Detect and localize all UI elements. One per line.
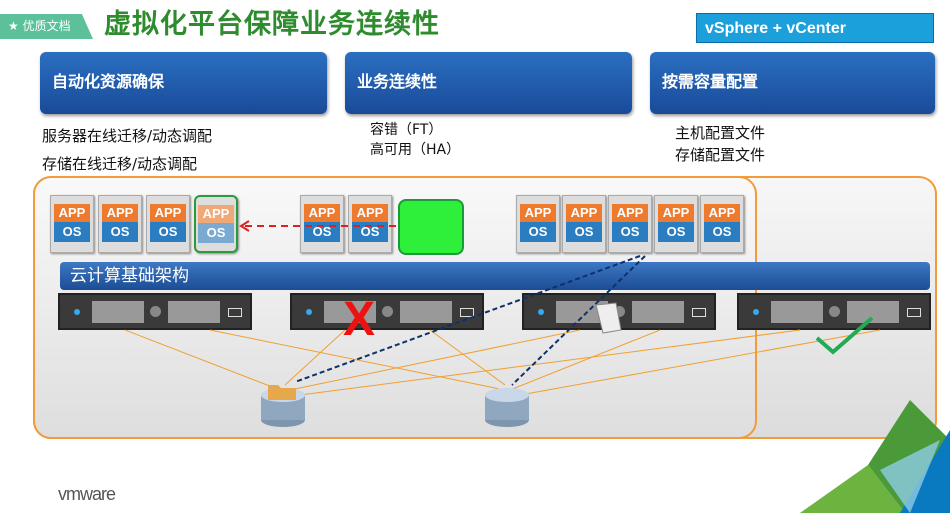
badge-label: 优质文档: [22, 19, 71, 33]
header-capacity: 按需容量配置: [650, 52, 935, 114]
vm-app-label: APP: [566, 204, 602, 222]
vm-app-label: APP: [198, 205, 234, 223]
vm-os-label: OS: [54, 222, 90, 242]
server-host: [58, 293, 252, 330]
vm-app-label: APP: [150, 204, 186, 222]
header-automation: 自动化资源确保: [40, 52, 327, 114]
arrow-head-icon: [239, 220, 250, 232]
vm-os-label: OS: [102, 222, 138, 242]
config-file-icon: [595, 302, 622, 334]
folder-icon: [268, 385, 296, 400]
list-item: 主机配置文件: [675, 124, 766, 142]
list-item: 高可用（HA）: [370, 142, 461, 158]
failure-x-icon: X: [343, 293, 375, 346]
vm-os-label: OS: [150, 222, 186, 242]
list-item: 容错（FT）: [370, 122, 443, 138]
vmware-logo: vmware: [58, 484, 116, 504]
vm-os-label: OS: [520, 222, 556, 242]
vm-os-label: OS: [566, 222, 602, 242]
product-label: vSphere + vCenter: [696, 13, 934, 43]
corner-decoration: [800, 400, 950, 513]
vm-app-label: APP: [352, 204, 388, 222]
list-item: 服务器在线迁移/动态调配: [42, 127, 213, 145]
list-item: 存储在线迁移/动态调配: [42, 155, 198, 173]
check-icon: [815, 316, 874, 355]
vm-app-label: APP: [520, 204, 556, 222]
vm-os-label: OS: [198, 223, 234, 243]
list-item: 存储配置文件: [675, 146, 766, 164]
vm-os-label: OS: [612, 222, 648, 242]
server-host-new: [737, 293, 931, 330]
quality-badge[interactable]: ★ 优质文档: [0, 14, 93, 39]
vm-app-label: APP: [612, 204, 648, 222]
page-title: 虚拟化平台保障业务连续性: [104, 9, 440, 40]
infrastructure-band: 云计算基础架构: [60, 262, 930, 290]
vm-os-label: OS: [658, 222, 694, 242]
column-items-capacity: 主机配置文件 存储配置文件: [675, 122, 765, 166]
server-host: [522, 293, 716, 330]
vm-os-label: OS: [704, 222, 740, 242]
vm-app-label: APP: [304, 204, 340, 222]
datastore-icon: [485, 388, 529, 427]
column-items-continuity: 容错（FT） 高可用（HA）: [370, 120, 460, 160]
storage-link: [294, 255, 641, 383]
header-continuity: 业务连续性: [345, 52, 632, 114]
column-items-automation: 服务器在线迁移/动态调配 存储在线迁移/动态调配: [42, 122, 212, 178]
vm-app-label: APP: [54, 204, 90, 222]
star-icon: ★: [8, 19, 23, 33]
vm-app-label: APP: [704, 204, 740, 222]
vm-app-label: APP: [102, 204, 138, 222]
vm-app-label: APP: [658, 204, 694, 222]
failed-vm-highlight: [398, 199, 464, 255]
storage-link: [511, 255, 646, 386]
